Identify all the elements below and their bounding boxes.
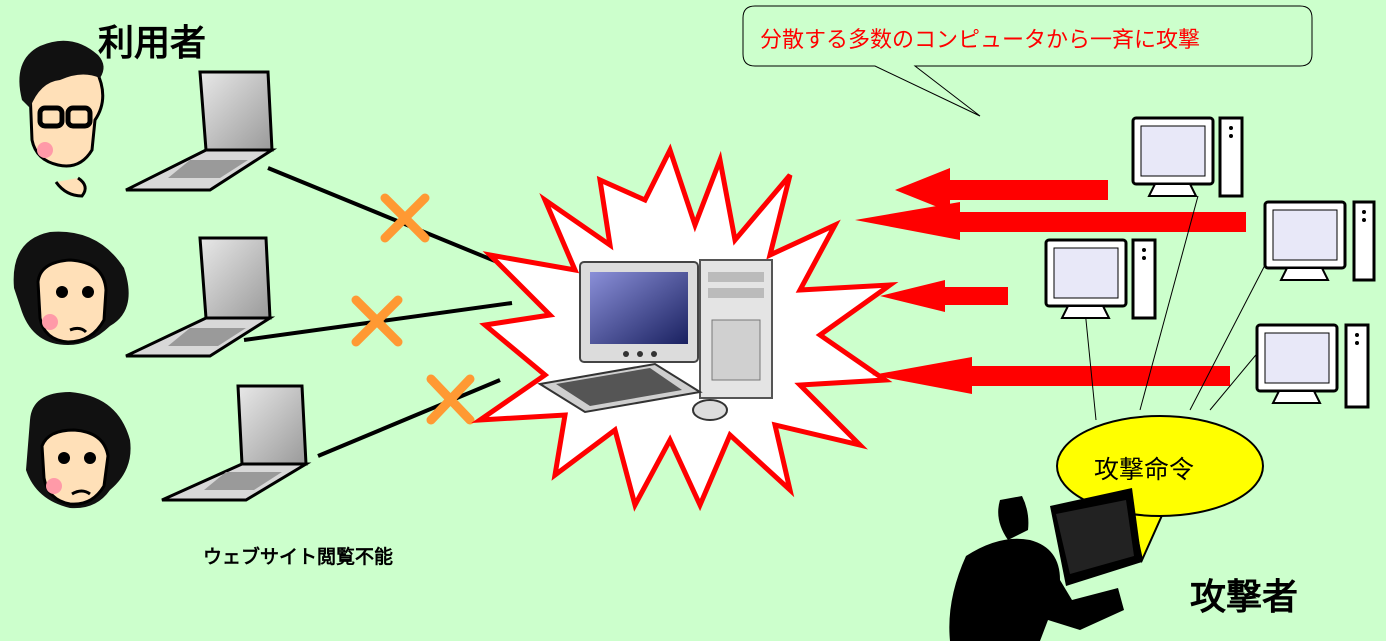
zombie-pc-icon: [1044, 238, 1157, 320]
laptop-icon: [125, 236, 276, 358]
laptop-icon: [161, 384, 312, 502]
zombie-pc-icon: [1255, 323, 1370, 409]
attacker-title: 攻撃者: [1190, 577, 1299, 618]
callout-text: 分散する多数のコンピュータから一斉に攻撃: [760, 28, 1201, 53]
command-lines: [1084, 195, 1266, 421]
person-face-icon: [19, 40, 105, 198]
user-3: [26, 384, 312, 509]
blocked-x-icon: [351, 193, 475, 425]
callout-bubble: [742, 5, 1313, 117]
attacker-silhouette-icon: [949, 488, 1142, 641]
attack-command-label: 攻撃命令: [1094, 455, 1195, 484]
user-1: [19, 40, 278, 198]
server-computer-icon: [537, 259, 773, 421]
site-unavailable-label: ウェブサイト閲覧不能: [203, 546, 394, 568]
person-face-icon: [13, 231, 129, 345]
person-face-icon: [26, 392, 131, 509]
users-title: 利用者: [98, 23, 207, 64]
laptop-icon: [125, 70, 278, 192]
zombie-pc-icon: [1131, 116, 1244, 198]
user-2: [13, 231, 276, 358]
zombie-pc-icon: [1263, 200, 1376, 282]
attack-arrows: [855, 168, 1246, 394]
